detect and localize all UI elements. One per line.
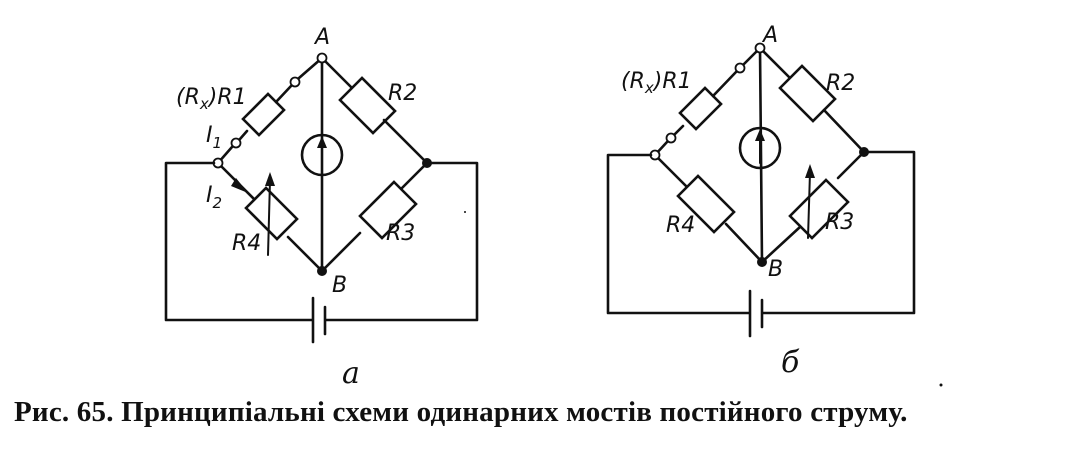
label-caption-b: б [781,345,800,380]
battery-wire-left [606,153,751,315]
diagram-b: A B (Rx)R1 R2 R3 R4 б [606,23,916,380]
label-r3: R3 [825,210,854,235]
wire [760,225,802,264]
variable-arrow [267,179,271,256]
label-r2: R2 [388,81,417,106]
label-r1: (Rx)R1 [176,85,247,113]
terminal [289,76,301,88]
wire [274,84,293,104]
resistor-r2 [338,76,397,135]
resistor-r1 [241,92,286,137]
resistor-r3 [788,178,850,240]
variable-arrow [807,171,811,239]
terminal [665,132,677,144]
wire [758,46,792,80]
label-node-b: B [768,257,783,282]
label-i2: I2 [206,183,222,212]
node-right [859,147,869,157]
node-right [422,158,432,168]
wire [286,235,324,273]
label-i1: I1 [206,123,222,152]
galvanometer [300,133,344,177]
resistor-r3 [358,180,418,240]
wire [836,150,866,180]
figure-caption: Рис. 65. Принципіальні схеми одинарних м… [14,396,908,428]
wire [382,118,429,165]
wire [724,222,764,264]
label-r4: R4 [232,231,261,256]
terminal [734,62,746,74]
wire [320,231,362,273]
battery-wire-right [761,150,916,315]
node-b [317,266,327,276]
diagram-a: A B (Rx)R1 R2 R3 R4 I1 I2 a [164,25,479,391]
label-node-a: A [761,23,778,48]
wire [238,129,249,141]
label-node-b: B [332,273,347,298]
resistor-r2 [778,64,837,123]
variable-arrowhead [265,172,275,186]
node-a [316,52,328,64]
wire [711,70,738,98]
current-arrow-i2 [231,178,248,193]
label-r1: (Rx)R1 [621,69,692,97]
resistor-r4 [244,186,299,241]
galvanometer [738,126,782,170]
label-node-a: A [313,25,330,50]
scan-speck [939,383,943,387]
variable-arrowhead [805,164,815,178]
resistor-r4 [676,174,736,234]
terminal [230,137,242,149]
battery-wire-left [164,161,314,322]
label-r2: R2 [826,71,855,96]
galvanometer-arrowhead [755,129,765,141]
label-r3: R3 [386,221,415,246]
resistor-r1 [678,86,723,131]
wire [398,161,429,192]
galvanometer-arrowhead [317,136,327,148]
wire [320,56,354,90]
label-r4: R4 [666,213,695,238]
node-b [757,257,767,267]
wire [822,108,866,154]
wire [673,124,685,136]
node-a [754,42,766,54]
label-caption-a: a [342,356,360,391]
scan-speck [464,211,466,213]
battery-wire-right [324,161,479,322]
wire [653,153,690,190]
